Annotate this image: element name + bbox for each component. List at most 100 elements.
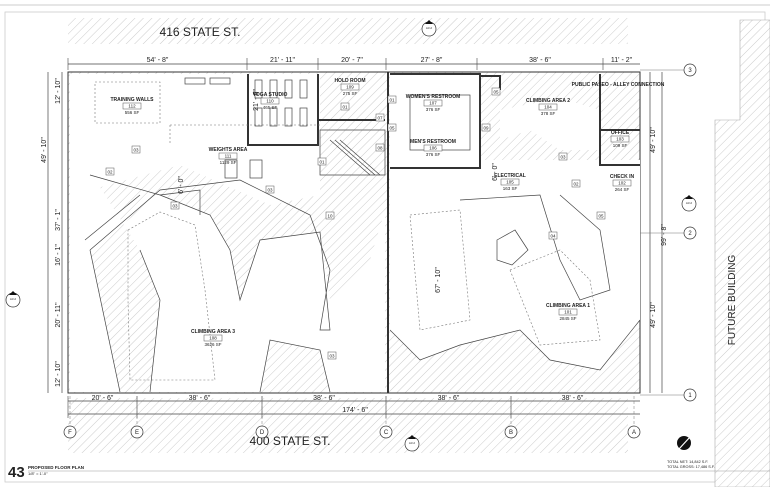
keynote-number: 03 (133, 148, 139, 153)
keynote-box (558, 152, 568, 161)
keynote-tag: 05 (387, 123, 397, 132)
dimensions-right: 49' - 10"99' - 8"49' - 10" (650, 127, 668, 328)
dimension-label: 27' - 8" (421, 57, 443, 64)
room-number-box (500, 178, 520, 186)
grid-bubble: F (63, 396, 77, 439)
section-marker-icon: A3.2 (421, 20, 437, 37)
dimension-label: 12' - 10" (55, 78, 62, 104)
keynote-tag: 09 (481, 123, 491, 132)
room-number-box (218, 152, 238, 160)
keynote-tag: 10 (325, 211, 335, 220)
room-number: 105 (506, 180, 514, 185)
keynote-tag: 04 (548, 231, 558, 240)
dimensions-interior: 21' - 8"6' - 0"6' - 0"67' - 10" (178, 89, 499, 293)
grid-bubble: 1 (640, 388, 697, 402)
keynote-box (571, 179, 581, 188)
keynote-box (387, 123, 397, 132)
room-area: 2845 SF (559, 316, 576, 321)
grid-label: A (632, 430, 636, 436)
keynote-number: 03 (329, 354, 335, 359)
keynote-tag: 07 (375, 113, 385, 122)
room-name: WOMEN'S RESTROOM (406, 94, 461, 100)
keynote-tag: 03 (170, 201, 180, 210)
room-name: CLIMBING AREA 1 (546, 303, 590, 309)
keynote-tag: 01 (340, 102, 350, 111)
grid-label: 2 (688, 231, 692, 237)
room-name: TRAINING WALLS (110, 97, 154, 103)
keynote-box (105, 167, 115, 176)
keynote-box (548, 231, 558, 240)
future-building: FUTURE BUILDING (714, 19, 770, 487)
room-number-box (610, 135, 630, 143)
room-number: 108 (209, 336, 217, 341)
room-name: WEIGHTS AREA (209, 147, 248, 153)
room-number-box (558, 308, 578, 316)
room-number: 106 (429, 146, 437, 151)
keynote-tag: 08 (375, 143, 385, 152)
keynote-box (375, 113, 385, 122)
keynote-tag: 01 (387, 95, 397, 104)
dimension-label: 37' - 1" (55, 209, 62, 231)
room-area: 465 SF (263, 105, 278, 110)
keynote-box (596, 211, 606, 220)
keynote-box (265, 185, 275, 194)
dimensions-left: 12' - 10" 49' - 10" 37' - 1" 16' - 1" 20' - … (41, 78, 62, 387)
dimension-label: 20' - 11" (55, 302, 62, 328)
keynote-tag: 02 (105, 167, 115, 176)
dimension-label: 12' - 10" (55, 361, 62, 387)
room-number: 110 (266, 99, 274, 104)
room-area: 109 SF (613, 143, 628, 148)
grid-bubble: E (130, 396, 144, 439)
room-number-box (423, 144, 443, 152)
grid-bubble: C (379, 396, 393, 439)
keynote-tag: 03 (265, 185, 275, 194)
section-marker-label: A3.2 (426, 26, 433, 30)
grid-bubble: A (627, 396, 641, 439)
room-number-box (538, 103, 558, 111)
street-bottom: 400 STATE ST. (68, 398, 628, 453)
section-marker-icon: A3.2 (404, 435, 420, 452)
room-number-box (423, 99, 443, 107)
dimension-label: 49' - 10" (650, 302, 657, 328)
room-number: 101 (564, 310, 572, 315)
keynote-tag: 01 (317, 157, 327, 166)
keynote-tag: 03 (327, 351, 337, 360)
room-area: 163 SF (503, 186, 518, 191)
total-net: TOTAL NET: 14,842 S.F. (667, 460, 708, 464)
dimension-label: 49' - 10" (41, 137, 48, 163)
section-markers: A3.2A3.2A3.2A3.2 (5, 20, 697, 452)
room-area: 376 SF (426, 107, 441, 112)
room-number: 107 (429, 101, 437, 106)
keynote-number: 05 (493, 90, 499, 95)
street-bottom-label: 400 STATE ST. (250, 434, 331, 448)
keynote-box (327, 351, 337, 360)
keynote-number: 01 (319, 160, 325, 165)
keynote-number: 07 (377, 116, 383, 121)
dimension-label: 21' - 8" (253, 89, 260, 111)
room-label: PUBLIC PASEO - ALLEY CONNECTION (572, 82, 665, 88)
keynote-tag: 03 (131, 145, 141, 154)
dimension-label: 38' - 6" (189, 395, 211, 402)
keynote-box (317, 157, 327, 166)
room-name: YOGA STUDIO (253, 92, 288, 98)
section-marker-label: A3.2 (686, 201, 693, 205)
keynote-number: 01 (389, 98, 395, 103)
future-building-label: FUTURE BUILDING (727, 254, 738, 345)
room-name: PUBLIC PASEO - ALLEY CONNECTION (572, 82, 665, 88)
room-number-box (340, 83, 360, 91)
section-marker-label: A3.2 (10, 297, 17, 301)
room-area: 556 SF (125, 110, 140, 115)
keynote-tag: 05 (491, 87, 501, 96)
dimension-label: 16' - 1" (55, 244, 62, 266)
room-area: 378 SF (541, 111, 556, 116)
dimension-label: 49' - 10" (650, 127, 657, 153)
room-area: 3626 SF (204, 342, 221, 347)
room-number-box (122, 102, 142, 110)
dimension-label: 21' - 11" (270, 57, 296, 64)
